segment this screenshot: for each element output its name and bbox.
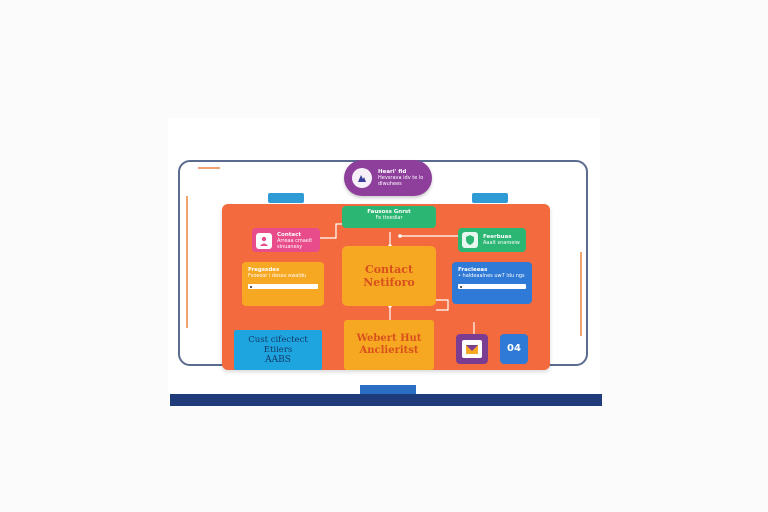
center-bottom-line2: Anclieritst	[359, 345, 419, 356]
number-tile[interactable]: 04	[500, 334, 528, 364]
connector-contact-top	[320, 223, 342, 239]
hub-node[interactable]: Heari' fid Hevsrava idv te lo dlwuhees	[344, 160, 432, 196]
top-node-subtitle: Fe tteedlar	[375, 215, 403, 221]
contact-card[interactable]: Contact Arreaa cmaelt sinuanesy	[252, 228, 320, 252]
shield-icon	[462, 232, 478, 248]
contact-card-title: Contact	[277, 232, 301, 238]
center-bottom-line1: Webert Hut	[356, 333, 422, 344]
blue-card-line2: Etiiers	[263, 344, 293, 355]
form-left-title: Fregssdes	[248, 267, 280, 273]
envelope-icon	[462, 340, 482, 358]
left-accent-line	[186, 196, 188, 328]
blue-card-line3: AABS	[265, 354, 291, 365]
center-top-line1: Contact	[364, 263, 414, 276]
right-card-subtitle: Aaalt snaroeiw	[483, 240, 520, 246]
baseline-bar	[170, 394, 602, 406]
hub-subtitle: Hevsrava idv te lo dlwuhees	[378, 175, 424, 187]
stand	[360, 385, 416, 395]
connector-dot	[398, 234, 402, 238]
form-right-input[interactable]	[458, 284, 526, 289]
contact-person-icon	[256, 233, 272, 249]
form-right[interactable]: Fracleeas • haldeaalnes uw7 ldu ngs	[452, 262, 532, 304]
form-right-title: Fracleeas	[458, 267, 488, 273]
blue-card[interactable]: Cust cifectect Etiiers AABS	[234, 330, 322, 370]
top-accent-dash	[198, 167, 220, 169]
number-tile-label: 04	[507, 343, 521, 354]
top-node-title: Fausoss Gnrst	[367, 209, 411, 215]
blue-card-line1: Cust cifectect	[248, 334, 308, 345]
right-card-title: Feerbuas	[483, 234, 512, 240]
contact-card-subtitle: Arreaa cmaelt sinuanesy	[277, 238, 313, 250]
hub-icon	[352, 168, 372, 188]
right-tab	[472, 193, 508, 203]
right-card[interactable]: Feerbuas Aaalt snaroeiw	[458, 228, 526, 252]
form-left[interactable]: Fregssdes Fsoesor i dessu ewaldu	[242, 262, 324, 306]
center-bottom-node[interactable]: Webert Hut Anclieritst	[344, 320, 434, 370]
form-right-subtitle: • haldeaalnes uw7 ldu ngs	[458, 273, 525, 279]
hub-title: Heari' fid	[378, 169, 407, 175]
connector-right-center	[436, 299, 449, 311]
form-left-input[interactable]	[248, 284, 318, 289]
center-top-line2: Netiforo	[363, 276, 415, 289]
left-tab	[268, 193, 304, 203]
center-top-node[interactable]: Contact Netiforo	[342, 246, 436, 306]
right-accent-line	[580, 252, 582, 336]
mail-tile[interactable]	[456, 334, 488, 364]
form-left-subtitle: Fsoesor i dessu ewaldu	[248, 273, 307, 279]
top-node[interactable]: Fausoss Gnrst Fe tteedlar	[342, 206, 436, 228]
